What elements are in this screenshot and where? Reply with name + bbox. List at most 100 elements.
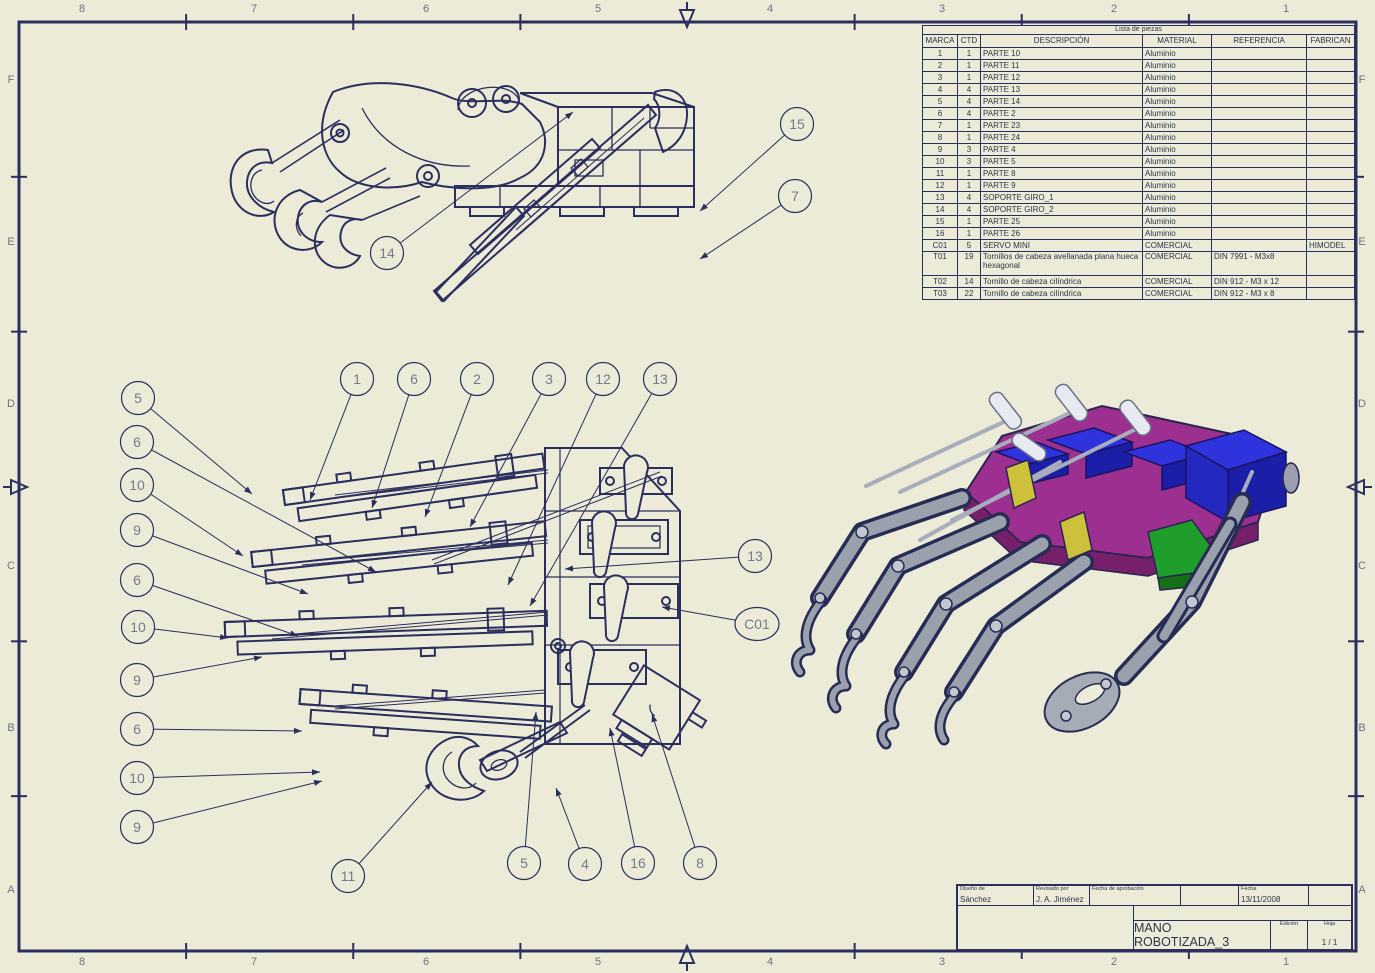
- balloon-6[interactable]: 6: [371, 361, 432, 509]
- table-cell: [1211, 167, 1307, 181]
- table-cell: 13: [922, 191, 958, 205]
- table-cell: 4: [957, 191, 981, 205]
- balloon-C01[interactable]: C01: [661, 605, 780, 642]
- balloon-4[interactable]: 4: [555, 787, 603, 882]
- field-revisado: Revisado por J. A. Jiménez: [1034, 886, 1090, 905]
- table-cell: [1305, 83, 1356, 97]
- finger-a: [281, 452, 546, 523]
- column-header: DESCRIPCIÓN: [980, 34, 1143, 49]
- leader-line: [424, 378, 478, 518]
- balloon-13[interactable]: 13: [564, 538, 773, 574]
- table-cell: 3: [922, 71, 958, 85]
- balloon-3[interactable]: 3: [469, 361, 567, 528]
- balloon-9[interactable]: 9: [119, 655, 263, 698]
- balloon-6[interactable]: 6: [119, 424, 377, 573]
- table-cell: T02: [922, 275, 958, 289]
- table-cell: Aluminio: [1142, 83, 1212, 97]
- plan-view-drawing[interactable]: [223, 446, 713, 801]
- column-header: MATERIAL: [1142, 34, 1212, 49]
- balloon-12[interactable]: 12: [507, 361, 621, 586]
- table-cell: [1211, 95, 1307, 109]
- balloon-11[interactable]: 11: [330, 781, 433, 894]
- grid-column-label-top: 5: [594, 3, 602, 15]
- balloon-10[interactable]: 10: [119, 760, 321, 796]
- grid-column-label-top: 3: [938, 3, 946, 15]
- table-cell: 1: [957, 59, 981, 73]
- field-empty-1: [1181, 886, 1239, 905]
- leader-line: [608, 727, 639, 864]
- table-cell: PARTE 4: [980, 143, 1143, 157]
- balloon-circle: [119, 467, 155, 503]
- balloon-number: 6: [133, 434, 141, 450]
- table-cell: 1: [957, 179, 981, 193]
- balloon-10[interactable]: 10: [119, 467, 244, 557]
- center-arrow-right-icon: [1345, 478, 1372, 496]
- table-cell: Aluminio: [1142, 119, 1212, 133]
- table-cell: SERVO MINI: [980, 239, 1143, 253]
- grid-column-label-top: 8: [78, 3, 86, 15]
- balloon-5[interactable]: 5: [506, 711, 542, 881]
- grid-column-label-bottom: 1: [1282, 956, 1290, 968]
- balloon-7[interactable]: 7: [699, 178, 813, 260]
- balloon-number: 4: [581, 856, 589, 872]
- balloon-8[interactable]: 8: [651, 713, 718, 881]
- side-view-drawing[interactable]: [229, 82, 695, 303]
- table-cell: C01: [922, 239, 958, 253]
- balloon-circle: [682, 845, 718, 881]
- table-cell: [1211, 143, 1307, 157]
- leader-line: [371, 378, 415, 509]
- hoja-value: 1 / 1: [1321, 938, 1338, 947]
- balloon-13[interactable]: 13: [529, 361, 678, 607]
- balloon-number: 15: [789, 116, 805, 132]
- balloon-number: 9: [133, 672, 141, 688]
- balloon-14[interactable]: 14: [369, 111, 574, 271]
- field-value: 13/11/2008: [1241, 895, 1281, 904]
- table-cell: 5: [922, 95, 958, 109]
- table-cell: Tornillo de cabeza cilíndrica: [980, 287, 1143, 301]
- table-cell: 4: [922, 83, 958, 97]
- table-cell: PARTE 24: [980, 131, 1143, 145]
- title-block-bottom-row: MANO ROBOTIZADA_3 Edición Hoja 1 / 1: [958, 906, 1351, 949]
- table-cell: HIMODEL: [1305, 239, 1356, 253]
- balloon-number: 3: [545, 371, 553, 387]
- balloon-10[interactable]: 10: [120, 609, 229, 645]
- table-cell: [1305, 95, 1356, 109]
- table-cell: [1211, 191, 1307, 205]
- iso-view-drawing[interactable]: [790, 382, 1300, 750]
- balloon-5[interactable]: 5: [120, 380, 253, 495]
- balloon-9[interactable]: 9: [119, 780, 323, 845]
- balloon-circle: [119, 662, 155, 698]
- balloon-6[interactable]: 6: [119, 711, 303, 747]
- field-diseno: Diseño de Sánchez: [958, 886, 1034, 905]
- table-cell: 3: [957, 155, 981, 169]
- table-cell: 1: [957, 119, 981, 133]
- column-header: REFERENCIA: [1211, 34, 1307, 49]
- balloon-circle: [734, 606, 780, 642]
- balloon-6[interactable]: 6: [119, 562, 299, 637]
- table-cell: 2: [922, 59, 958, 73]
- table-cell: 4: [957, 95, 981, 109]
- table-cell: 8: [922, 131, 958, 145]
- field-fecha: Fecha 13/11/2008: [1239, 886, 1309, 905]
- grid-column-label-bottom: 8: [78, 956, 86, 968]
- table-cell: 1: [957, 131, 981, 145]
- balloon-16[interactable]: 16: [608, 727, 656, 881]
- leader-line: [136, 441, 377, 573]
- table-cell: DIN 912 - M3 x 8: [1211, 287, 1307, 301]
- table-cell: [1305, 227, 1356, 241]
- table-cell: T03: [922, 287, 958, 301]
- field-label: Fecha: [1241, 886, 1257, 892]
- balloon-number: 14: [379, 245, 395, 261]
- leader-line: [699, 195, 796, 260]
- balloon-2[interactable]: 2: [424, 361, 495, 518]
- balloon-15[interactable]: 15: [699, 106, 815, 212]
- table-cell: [1211, 227, 1307, 241]
- balloon-1[interactable]: 1: [309, 361, 375, 501]
- parts-list-title: Lista de piezas: [921, 24, 1356, 36]
- balloon-9[interactable]: 9: [119, 512, 309, 595]
